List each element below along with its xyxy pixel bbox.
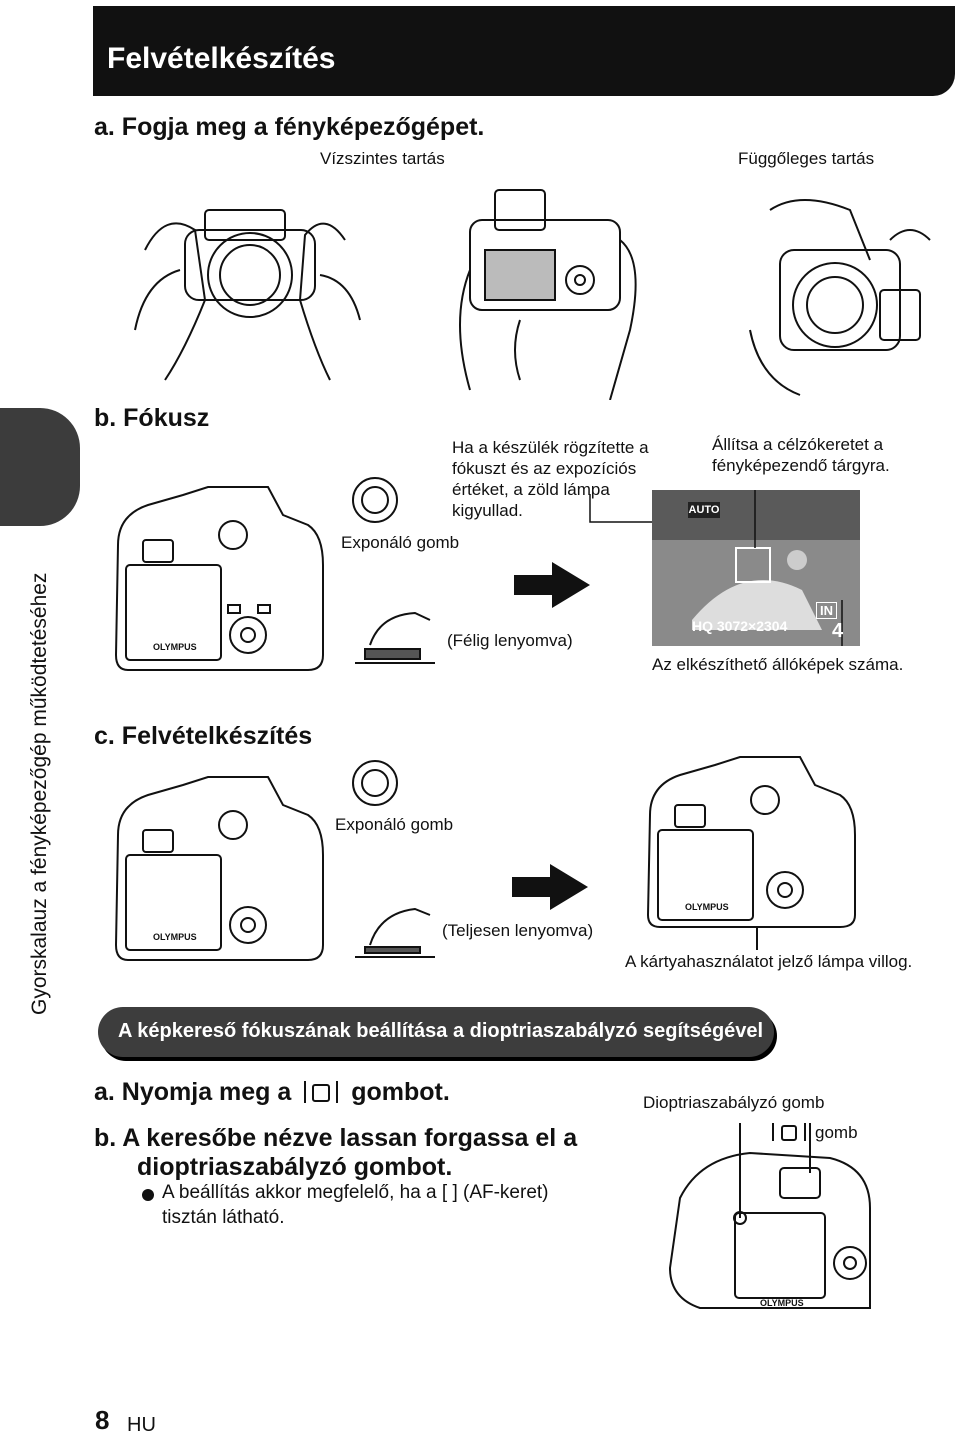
diopter-step-a-suffix: gombot.: [351, 1078, 450, 1106]
svg-text:OLYMPUS: OLYMPUS: [685, 902, 729, 912]
arrow-right-icon: [514, 562, 590, 608]
title-bar: Felvételkészítés: [93, 6, 955, 96]
step-b-heading: b. Fókusz: [94, 404, 210, 432]
diopter-bullet-line2: tisztán látható.: [162, 1207, 285, 1228]
camera-back-illustration: OLYMPUS: [114, 486, 324, 671]
bullet-icon: [142, 1189, 154, 1201]
frame-instruction: Állítsa a célzókeretet a fényképezendő t…: [712, 435, 890, 475]
page-language: HU: [127, 1414, 156, 1436]
lcd-shot-count: 4: [832, 620, 844, 642]
card-lamp-label: A kártyahasználatot jelző lámpa villog.: [625, 952, 913, 971]
diopter-section-banner: A képkereső fókuszának beállítása a diop…: [98, 1007, 774, 1057]
camera-back-lamp-illustration: OLYMPUS: [646, 756, 856, 950]
diopter-step-b-line2: dioptriaszabályzó gombot.: [137, 1153, 453, 1181]
lcd-auto-icon: AUTO: [688, 502, 720, 518]
finger-half-press-illustration: [355, 611, 435, 664]
diopter-dial-label: Dioptriaszabályzó gomb: [643, 1093, 825, 1112]
step-c-heading: c. Felvételkészítés: [94, 722, 313, 750]
camera-back-illustration-c: OLYMPUS: [114, 776, 324, 961]
lcd-memory-indicator: IN: [816, 602, 837, 619]
diopter-step-b-line1: b. A keresőbe nézve lassan forgassa el a: [94, 1124, 578, 1152]
shutter-button-label-c: Exponáló gomb: [335, 815, 454, 834]
finger-full-press-illustration: [355, 907, 435, 958]
horizontal-hold-label: Vízszintes tartás: [320, 149, 445, 168]
lcd-quality-readout: HQ 3072×2304: [692, 618, 788, 634]
page-title: Felvételkészítés: [107, 42, 336, 75]
diopter-step-a-prefix: a. Nyomja meg a: [94, 1078, 292, 1106]
half-press-label: (Félig lenyomva): [447, 631, 573, 650]
focus-lock-note: Ha a készülék rögzítette a fókuszt és az…: [452, 438, 649, 520]
horizontal-back-hold-illustration: [459, 189, 637, 400]
display-button-label: gomb: [815, 1123, 858, 1142]
svg-text:OLYMPUS: OLYMPUS: [153, 932, 197, 942]
lcd-preview-screen: [652, 490, 860, 646]
diopter-banner-text: A képkereső fókuszának beállítása a diop…: [118, 1020, 764, 1042]
diopter-step-a: a. Nyomja meg a gombot.: [94, 1078, 450, 1107]
diopter-bullet-line1: A beállítás akkor megfelelő, ha a [ ] (A…: [162, 1182, 549, 1203]
display-button-icon-small: [772, 1123, 806, 1141]
shutter-button-label: Exponáló gomb: [341, 533, 460, 552]
display-button-icon: [304, 1081, 339, 1103]
shutter-button-top-icon-c: [352, 760, 398, 806]
side-tab-label: Gyorskalauz a fényképezőgép működtetéséh…: [28, 572, 51, 1015]
horizontal-front-hold-illustration: [134, 209, 361, 381]
full-press-label: (Teljesen lenyomva): [442, 921, 594, 940]
arrow-right-icon-c: [512, 864, 588, 910]
svg-text:OLYMPUS: OLYMPUS: [760, 1298, 804, 1308]
camera-diopter-illustration: OLYMPUS: [668, 1123, 871, 1309]
vertical-hold-illustration: [749, 199, 931, 396]
step-a-heading: a. Fogja meg a fényképezőgépet.: [94, 113, 485, 141]
shutter-button-top-icon: [352, 477, 398, 523]
side-tab-marker: [0, 408, 80, 526]
svg-text:OLYMPUS: OLYMPUS: [153, 642, 197, 652]
vertical-hold-label: Függőleges tartás: [738, 149, 875, 168]
page-number: 8: [95, 1405, 110, 1435]
shot-count-label: Az elkészíthető állóképek száma.: [652, 655, 904, 674]
